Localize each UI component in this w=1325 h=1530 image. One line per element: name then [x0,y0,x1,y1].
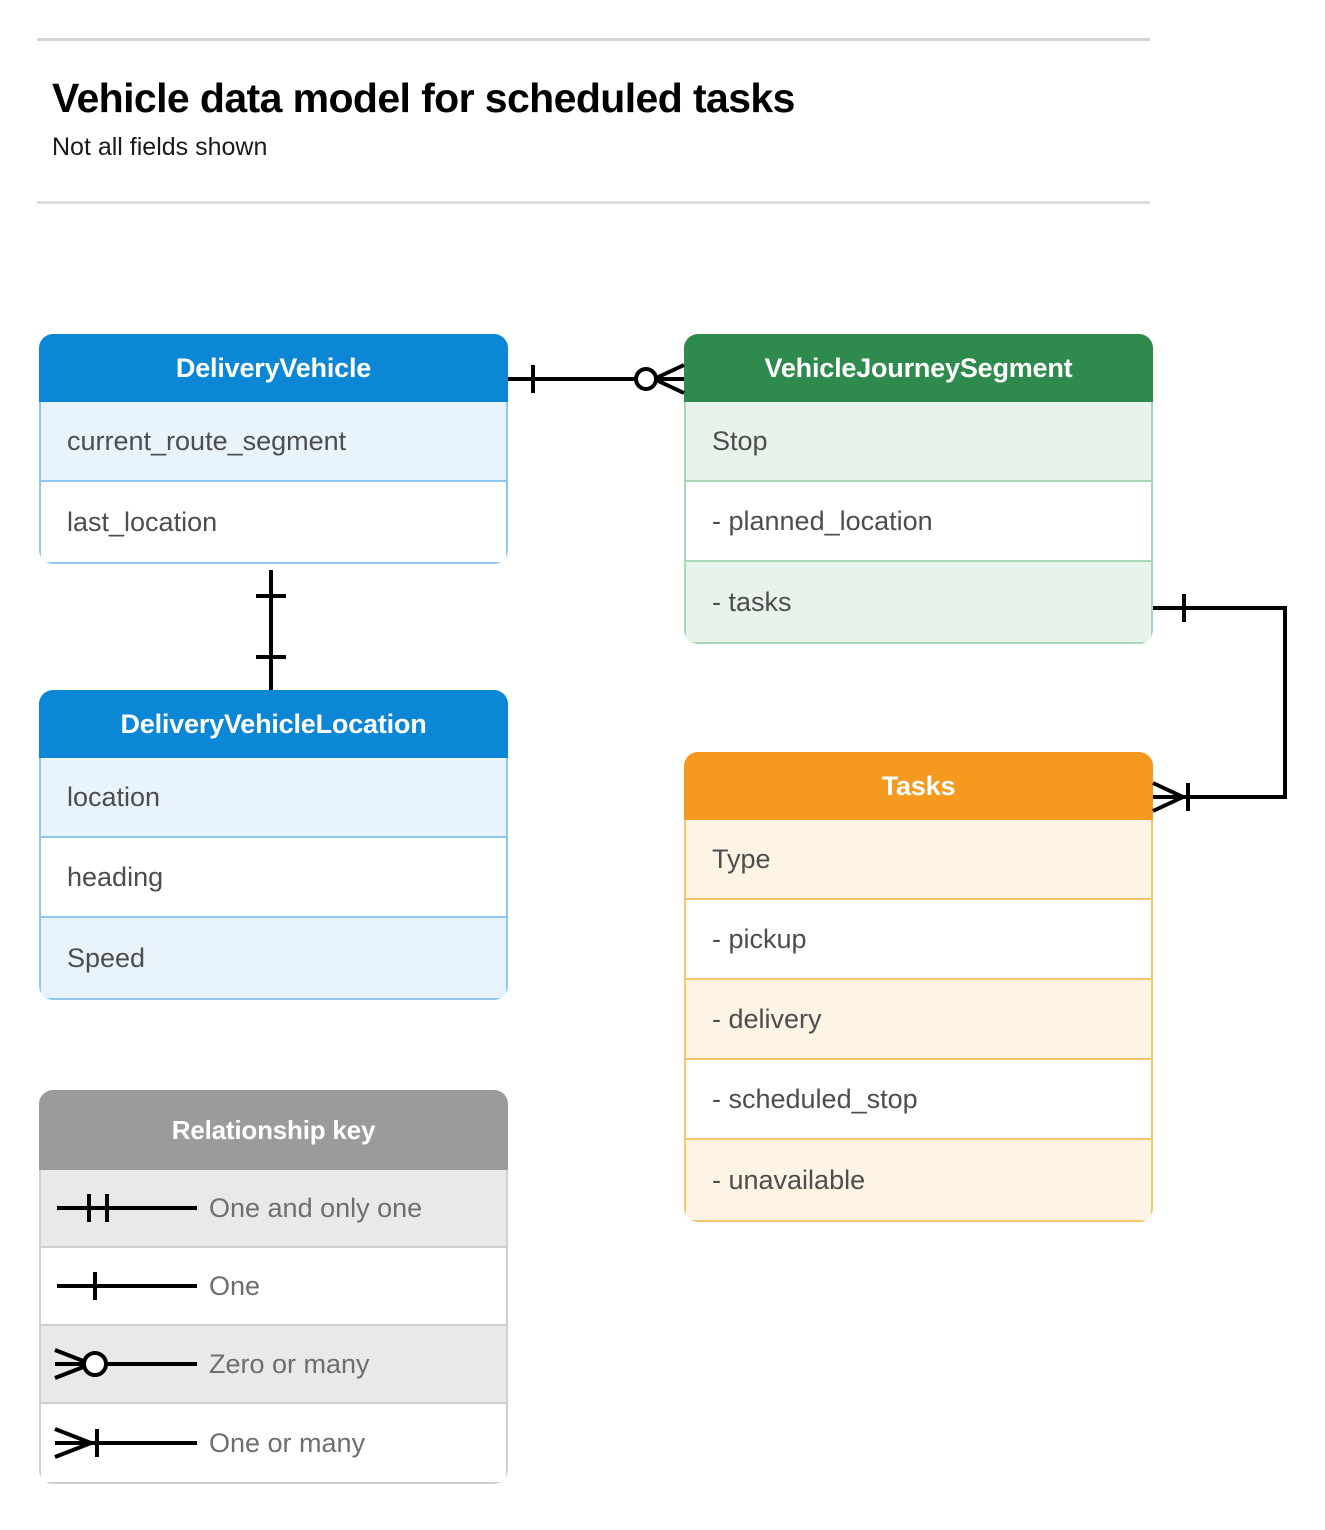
legend-label: Zero or many [209,1348,370,1379]
entity-body-vehicle-journey-segment: Stop - planned_location - tasks [684,402,1153,644]
entity-header-tasks: Tasks [684,752,1153,820]
legend-item-one: One [41,1248,506,1326]
connector-deliveryvehicle-deliveryvehiclelocation [256,570,286,690]
field-row: - pickup [686,900,1151,980]
field-row: - planned_location [686,482,1151,562]
entity-header-vehicle-journey-segment: VehicleJourneySegment [684,334,1153,402]
entity-tasks[interactable]: Tasks Type - pickup - delivery - schedul… [684,752,1153,1222]
entity-vehicle-journey-segment[interactable]: VehicleJourneySegment Stop - planned_loc… [684,334,1153,644]
entity-body-delivery-vehicle-location: location heading Speed [39,758,508,1000]
legend-item-one-and-only-one: One and only one [41,1170,506,1248]
entity-delivery-vehicle-location[interactable]: DeliveryVehicleLocation location heading… [39,690,508,1000]
header-divider-top [37,38,1150,41]
legend-item-one-or-many: One or many [41,1404,506,1482]
field-row: - unavailable [686,1140,1151,1220]
field-row: current_route_segment [41,402,506,482]
page-title: Vehicle data model for scheduled tasks [52,75,795,121]
field-row: heading [41,838,506,918]
page-subtitle: Not all fields shown [52,133,268,161]
field-row: Speed [41,918,506,998]
field-row: - delivery [686,980,1151,1060]
field-row: location [41,758,506,838]
legend-label: One or many [209,1427,366,1458]
legend-item-zero-or-many: Zero or many [41,1326,506,1404]
zero-or-many-icon [41,1344,209,1384]
one-and-only-one-icon [41,1188,209,1228]
one-icon [41,1266,209,1306]
entity-body-delivery-vehicle: current_route_segment last_location [39,402,508,564]
field-row: Stop [686,402,1151,482]
entity-delivery-vehicle[interactable]: DeliveryVehicle current_route_segment la… [39,334,508,564]
legend-label: One [209,1270,261,1301]
one-or-many-icon [41,1423,209,1463]
field-row: - tasks [686,562,1151,642]
entity-header-delivery-vehicle-location: DeliveryVehicleLocation [39,690,508,758]
legend-body: One and only one One Zero [39,1170,508,1484]
connector-deliveryvehicle-vehiclejourneysegment [508,363,685,395]
entity-header-delivery-vehicle: DeliveryVehicle [39,334,508,402]
relationship-key-legend[interactable]: Relationship key One and only one One [39,1090,508,1484]
entity-body-tasks: Type - pickup - delivery - scheduled_sto… [684,820,1153,1222]
field-row: - scheduled_stop [686,1060,1151,1140]
legend-label: One and only one [209,1192,423,1223]
legend-title: Relationship key [39,1090,508,1170]
header-divider-bottom [37,201,1150,204]
field-row: last_location [41,482,506,562]
connector-vehiclejourneysegment-tasks [1152,594,1287,813]
field-row: Type [686,820,1151,900]
